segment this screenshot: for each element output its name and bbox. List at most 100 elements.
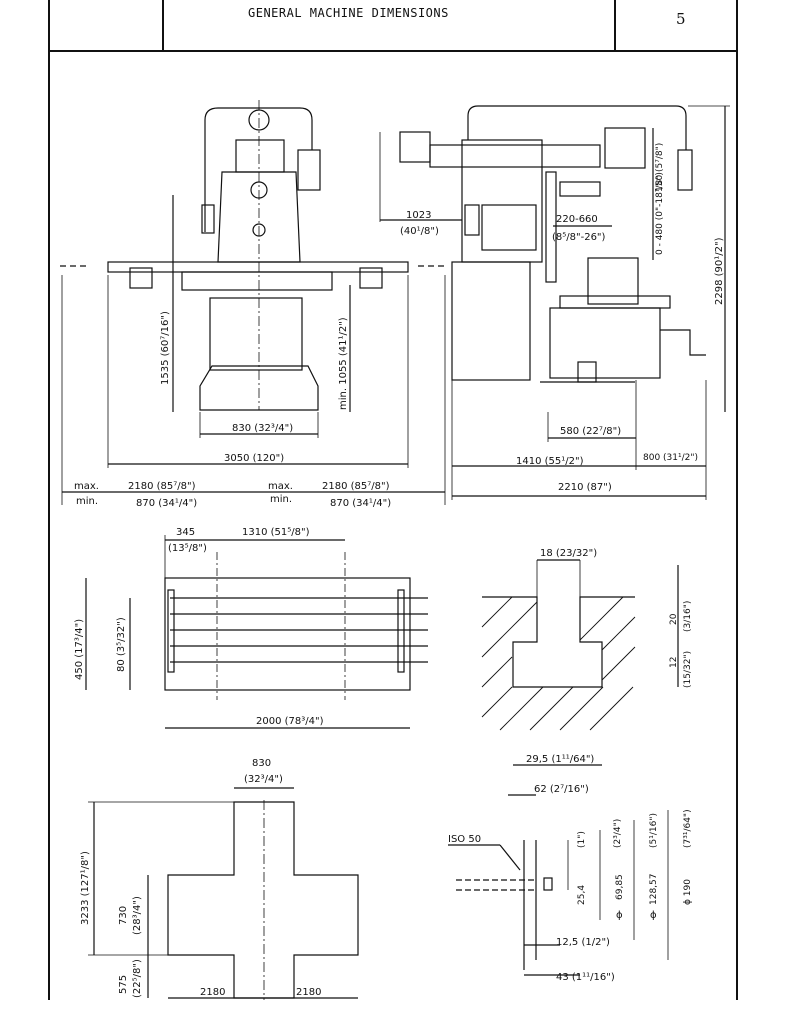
side-ram xyxy=(429,144,601,168)
dim-12-label: 12 xyxy=(669,657,679,668)
dim-220-660-in-label: (8⁵/8"-26") xyxy=(552,232,606,243)
front-column xyxy=(217,171,301,263)
dim-80-label: 80 (3⁵/32") xyxy=(116,617,127,672)
front-table xyxy=(107,261,409,273)
spindle-key xyxy=(543,877,553,891)
side-slide xyxy=(545,171,557,283)
side-foot xyxy=(577,361,597,383)
dim-3233-label: 3233 (127¹/8") xyxy=(80,851,91,925)
table-end-plate-left xyxy=(167,589,175,673)
dim-18-label: 18 (23/32") xyxy=(540,548,597,559)
dim-575-label: 575 xyxy=(118,975,129,994)
dim-830-floor-label: 830 xyxy=(252,758,271,769)
dim-254-label: 25,4 xyxy=(577,885,587,905)
dim-7-31-64-label: (7³¹/64") xyxy=(683,809,693,848)
side-vise xyxy=(587,257,639,305)
side-pendant xyxy=(677,149,693,191)
dim-1410-label: 1410 (55¹/2") xyxy=(516,456,584,467)
dim-1535-label: 1535 (60⁷/16") xyxy=(160,311,171,385)
dim-580-label: 580 (22⁷/8") xyxy=(560,426,621,437)
side-knee xyxy=(549,307,661,379)
dim-2180-left-label: 2180 xyxy=(200,987,225,998)
dim-12-in-label: (15/32") xyxy=(683,651,693,688)
dim-right-min-label: min. xyxy=(270,494,292,505)
tslot-view xyxy=(481,559,679,766)
frame-border-right xyxy=(736,0,738,1000)
dim-43-label: 43 (1¹¹/16") xyxy=(556,972,615,983)
front-knee xyxy=(209,297,303,371)
header-border-bottom xyxy=(48,50,738,52)
dim-2-3-4-label: (2³/4") xyxy=(613,819,623,848)
dim-830-label: 830 (32³/4") xyxy=(232,423,293,434)
side-arbor xyxy=(559,181,601,197)
side-control xyxy=(464,204,480,236)
dim-1023-label: 1023 xyxy=(406,210,431,221)
dim-min-label: min. xyxy=(76,496,98,507)
dim-right-max-label: max. xyxy=(268,481,293,492)
dim-150-label: 150 (5⁷/8") xyxy=(655,143,665,192)
dimension-labels: 1535 (60⁷/16") min. 1055 (41¹/2") 830 (3… xyxy=(74,143,725,998)
header-border-left xyxy=(48,0,50,50)
header-divider-1 xyxy=(162,0,164,50)
front-base xyxy=(199,365,319,411)
dim-right-max-value: 2180 (85⁷/8") xyxy=(322,481,390,492)
dim-5-1-16-label: (5¹/16") xyxy=(649,813,659,848)
side-crank xyxy=(660,329,706,356)
phi-label-b: ɸ xyxy=(650,910,657,921)
dim-12-5-label: 12,5 (1/2") xyxy=(556,937,610,948)
dim-220-660-label: 220-660 xyxy=(556,214,598,225)
iso-leader xyxy=(499,844,521,871)
table-end-plate-right xyxy=(397,589,405,673)
dim-2210-label: 2210 (87") xyxy=(558,482,612,493)
dim-1055-label: min. 1055 (41¹/2") xyxy=(338,317,349,410)
dim-800-label: 800 (31¹/2") xyxy=(643,453,698,463)
dim-20-label: 20 xyxy=(669,613,679,625)
dim-730-label: 730 xyxy=(118,906,129,925)
dim-2000-label: 2000 (78³/4") xyxy=(256,716,324,727)
front-view xyxy=(60,100,446,505)
dim-left-max-value: 2180 (85⁷/8") xyxy=(128,481,196,492)
dim-left-min-value: 870 (34¹/4") xyxy=(136,498,197,509)
dim-12857-label: 128,57 xyxy=(649,874,659,906)
dim-6985-label: 69,85 xyxy=(615,874,625,900)
floor-outline xyxy=(167,801,359,999)
dim-830-floor-in-label: (32³/4") xyxy=(244,774,283,785)
floor-plan xyxy=(88,787,359,1000)
dim-29-5-label: 29,5 (1¹¹/64") xyxy=(526,754,594,765)
side-head xyxy=(604,127,646,169)
page-title: GENERAL MACHINE DIMENSIONS xyxy=(248,6,449,20)
front-motor xyxy=(201,204,215,234)
dim-2298-label: 2298 (90¹/2") xyxy=(714,237,725,305)
side-cable-arm xyxy=(467,105,687,150)
spindle-view xyxy=(448,794,669,976)
dim-2180-right-label: 2180 xyxy=(296,987,321,998)
front-saddle xyxy=(181,271,333,291)
side-column-door xyxy=(481,204,537,251)
iso-50-label: ISO 50 xyxy=(448,834,481,845)
dim-3050-label: 3050 (120") xyxy=(224,453,284,464)
dim-345-label: 345 xyxy=(176,527,195,538)
table-view xyxy=(85,535,428,729)
dim-190-label: ɸ 190 xyxy=(683,879,693,905)
table-outline xyxy=(164,577,411,691)
dim-450-label: 450 (17³/4") xyxy=(74,619,85,680)
side-column-upper xyxy=(461,139,543,263)
front-head xyxy=(235,139,285,173)
dim-480-label: 0 - 480 (0"-18⁷/8") xyxy=(655,172,665,255)
tslot-hatching xyxy=(481,596,636,731)
side-view xyxy=(379,105,730,500)
page-number: 5 xyxy=(676,10,686,28)
front-cable-arm xyxy=(204,107,313,232)
dim-62-label: 62 (2⁷/16") xyxy=(534,784,589,795)
dim-575-in-label: (22⁵/8") xyxy=(132,959,143,998)
side-table xyxy=(559,295,671,309)
dim-1310-label: 1310 (51⁵/8") xyxy=(242,527,310,538)
dim-730-in-label: (28³/4") xyxy=(132,896,143,935)
phi-label-a: ɸ xyxy=(616,910,623,921)
dim-1023-in-label: (40¹/8") xyxy=(400,226,439,237)
side-column-lower xyxy=(451,261,531,381)
front-table-end-right xyxy=(359,267,383,289)
header-divider-2 xyxy=(614,0,616,50)
